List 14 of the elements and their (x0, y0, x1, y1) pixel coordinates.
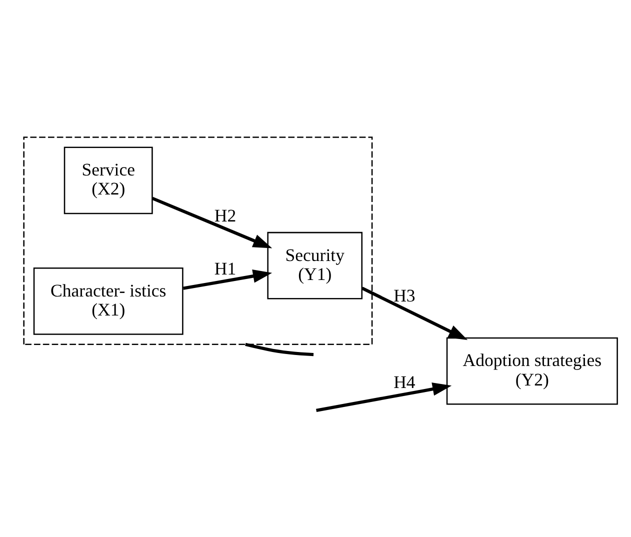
edge-label: H4 (394, 371, 416, 392)
edge-label: H3 (394, 284, 416, 305)
cluster (23, 136, 373, 345)
arrow (316, 382, 452, 412)
node-box: Adoption strategies (Y2) (446, 336, 618, 404)
arrow (183, 269, 272, 290)
arrow (362, 286, 468, 340)
arrow (152, 196, 272, 248)
node-box: Character- istics (X1) (33, 267, 184, 334)
edge-label: H2 (214, 204, 236, 225)
node-box: Service (X2) (64, 146, 153, 214)
connector (245, 342, 314, 356)
edge-label: H1 (214, 258, 236, 278)
node-box: Security (Y1) (267, 231, 363, 299)
